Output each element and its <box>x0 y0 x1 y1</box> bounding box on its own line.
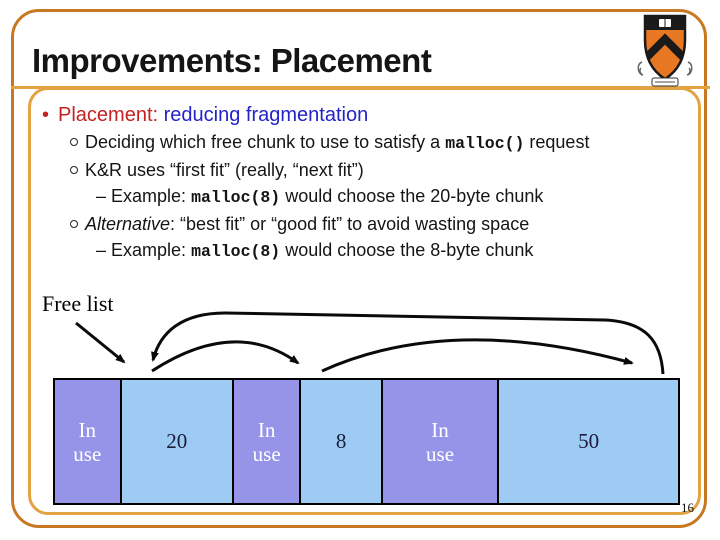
chunk-label: 20 <box>166 429 188 453</box>
page-number: 16 <box>681 500 694 515</box>
content-frame <box>28 87 701 515</box>
chunk-label: 50 <box>578 429 600 453</box>
circle-bullet-marker <box>70 138 78 146</box>
bullet-rest-text: reducing fragmentation <box>158 104 369 126</box>
left-ribbon-icon <box>637 61 644 76</box>
sub-bullet: Alternative: “best fit” or “good fit” to… <box>40 214 680 234</box>
bullet-lead-text: Placement: <box>58 104 159 126</box>
circle-bullet-marker <box>70 220 78 228</box>
slide-outer-frame <box>11 9 707 528</box>
chevron-icon <box>645 33 685 62</box>
bullet-line-text: Example: malloc(8) would choose the 8-by… <box>111 240 534 261</box>
princeton-shield-logo <box>637 14 693 87</box>
main-bullet: • Placement: reducing fragmentation <box>40 104 680 126</box>
sub-sub-bullet: –Example: malloc(8) would choose the 20-… <box>40 186 680 208</box>
free-list-label: Free list <box>42 291 114 316</box>
page-title: Improvements: Placement <box>32 42 432 79</box>
bullet-line-text: K&R uses “first fit” (really, “next fit”… <box>85 160 364 180</box>
sub-bullet: Deciding which free chunk to use to sati… <box>40 132 680 154</box>
content-lines: Deciding which free chunk to use to sati… <box>40 132 680 262</box>
dash-bullet-marker: – <box>96 240 107 260</box>
sub-sub-bullet: –Example: malloc(8) would choose the 8-b… <box>40 240 680 262</box>
chunk-free: 20 <box>121 380 234 503</box>
bullet-marker: • <box>42 104 50 126</box>
chunk-free: 50 <box>499 380 678 503</box>
bullet-line-text: Deciding which free chunk to use to sati… <box>85 132 590 153</box>
bullet-line-text: Example: malloc(8) would choose the 20-b… <box>111 186 544 207</box>
chunk-label: 8 <box>335 429 347 453</box>
circle-bullet-marker <box>70 166 78 174</box>
sub-bullet: K&R uses “first fit” (really, “next fit”… <box>40 160 680 180</box>
bullet-line-text: Alternative: “best fit” or “good fit” to… <box>85 214 530 234</box>
dash-bullet-marker: – <box>96 186 107 206</box>
right-ribbon-icon <box>686 61 693 76</box>
bullet-content: • Placement: reducing fragmentation Decid… <box>40 104 680 262</box>
chunk-free: 8 <box>301 380 383 503</box>
